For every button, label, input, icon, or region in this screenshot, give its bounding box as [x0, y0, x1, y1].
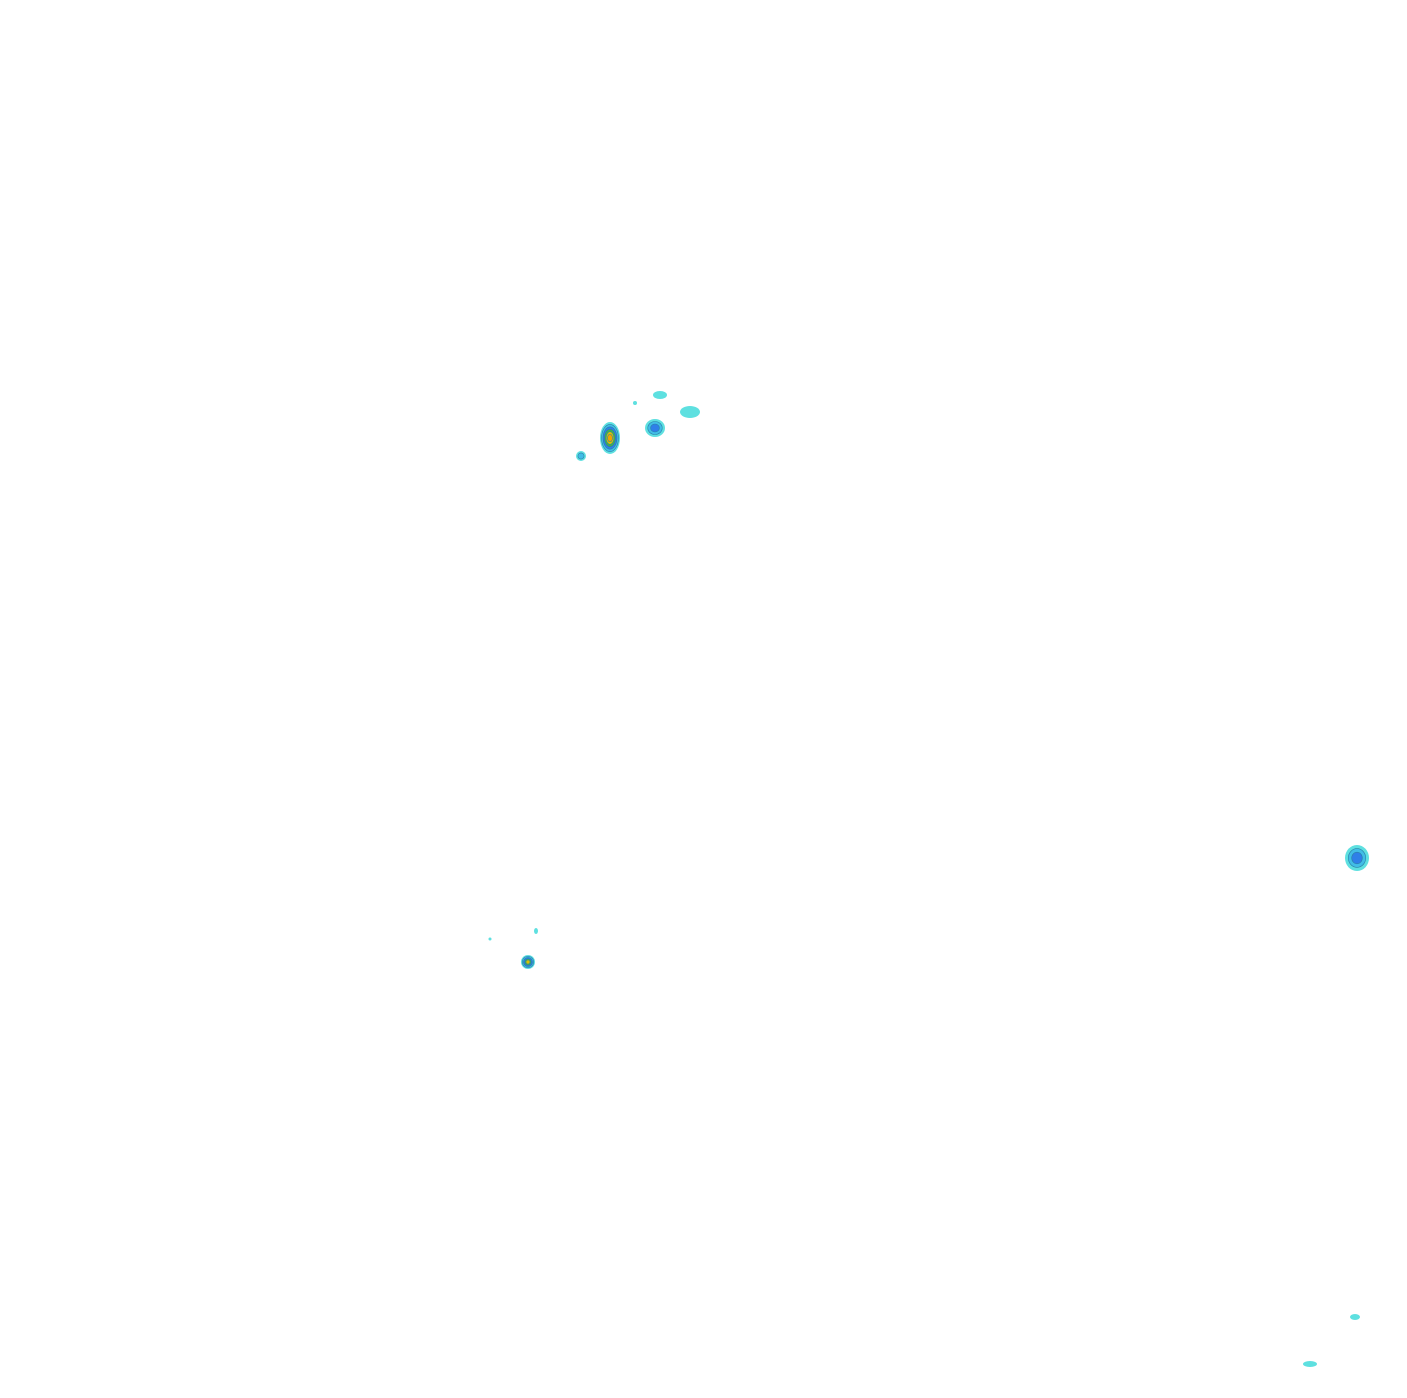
contour-level-2: [1351, 851, 1363, 865]
contour-level-0: [653, 391, 667, 399]
contour-level-0: [680, 406, 700, 418]
contour-level-0: [633, 401, 637, 405]
contour-blob-1: [645, 419, 665, 437]
contour-blob-6: [1345, 845, 1369, 871]
contour-blob-9: [488, 937, 492, 941]
contour-level-0: [1350, 1314, 1360, 1320]
contour-blob-10: [1350, 1314, 1360, 1320]
contour-blobs: [488, 391, 1369, 1367]
contour-blob-3: [653, 391, 667, 399]
contour-blob-5: [576, 451, 586, 461]
contour-level-0: [534, 928, 538, 934]
contour-level-2: [650, 423, 660, 433]
contour-blob-7: [521, 955, 535, 969]
contour-blob-11: [1303, 1361, 1317, 1367]
contour-blob-8: [534, 928, 538, 934]
contour-blob-2: [680, 406, 700, 418]
contour-blob-0: [600, 422, 620, 454]
contour-blob-4: [633, 401, 637, 405]
contour-level-4: [525, 959, 531, 965]
contour-level-5: [607, 433, 613, 443]
contour-level-1: [577, 452, 585, 460]
contour-level-0: [488, 937, 492, 941]
contour-level-0: [1303, 1361, 1317, 1367]
